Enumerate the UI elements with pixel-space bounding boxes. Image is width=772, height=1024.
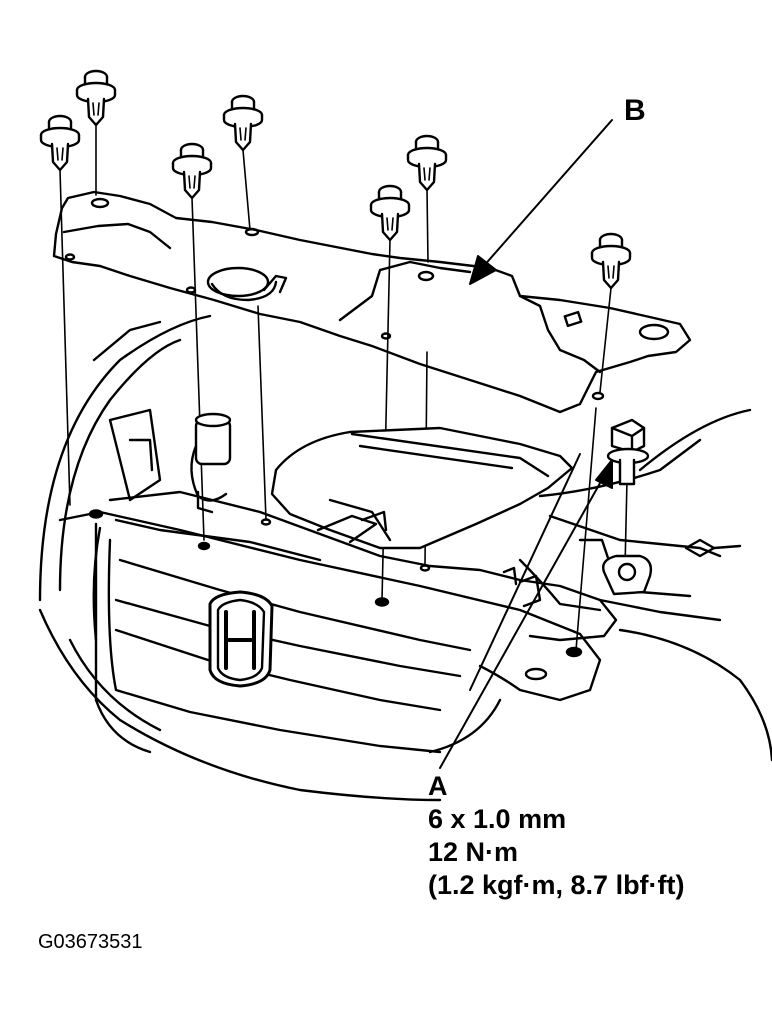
front-grille [38, 510, 602, 802]
clip-6 [369, 184, 411, 242]
leader-b [481, 119, 613, 269]
arrowhead-a [595, 459, 613, 489]
upper-cover-b [52, 190, 692, 414]
leader-a-shaft [469, 453, 581, 691]
figure-id: G03673531 [38, 931, 143, 953]
clip-1 [75, 69, 117, 127]
bolt-a [606, 418, 650, 486]
engine-bay [38, 314, 772, 762]
clip-5 [406, 134, 448, 192]
leader-a [439, 475, 605, 769]
bolt-spec-block: A 6 x 1.0 mm 12 N·m (1.2 kgf·m, 8.7 lbf·… [428, 770, 685, 902]
clip-2 [39, 114, 81, 172]
clip-4 [171, 142, 213, 200]
callout-label-b: B [624, 94, 646, 127]
clip-3 [222, 94, 264, 152]
leader-arrows [439, 119, 613, 769]
bolt-torque-nm: 12 N·m [428, 837, 519, 867]
bolt-size: 6 x 1.0 mm [428, 804, 567, 834]
callout-label-a: A [428, 771, 448, 801]
bolt-torque-alt: (1.2 kgf·m, 8.7 lbf·ft) [428, 870, 685, 900]
clip-7 [590, 232, 632, 290]
arrowhead-b [469, 255, 497, 285]
